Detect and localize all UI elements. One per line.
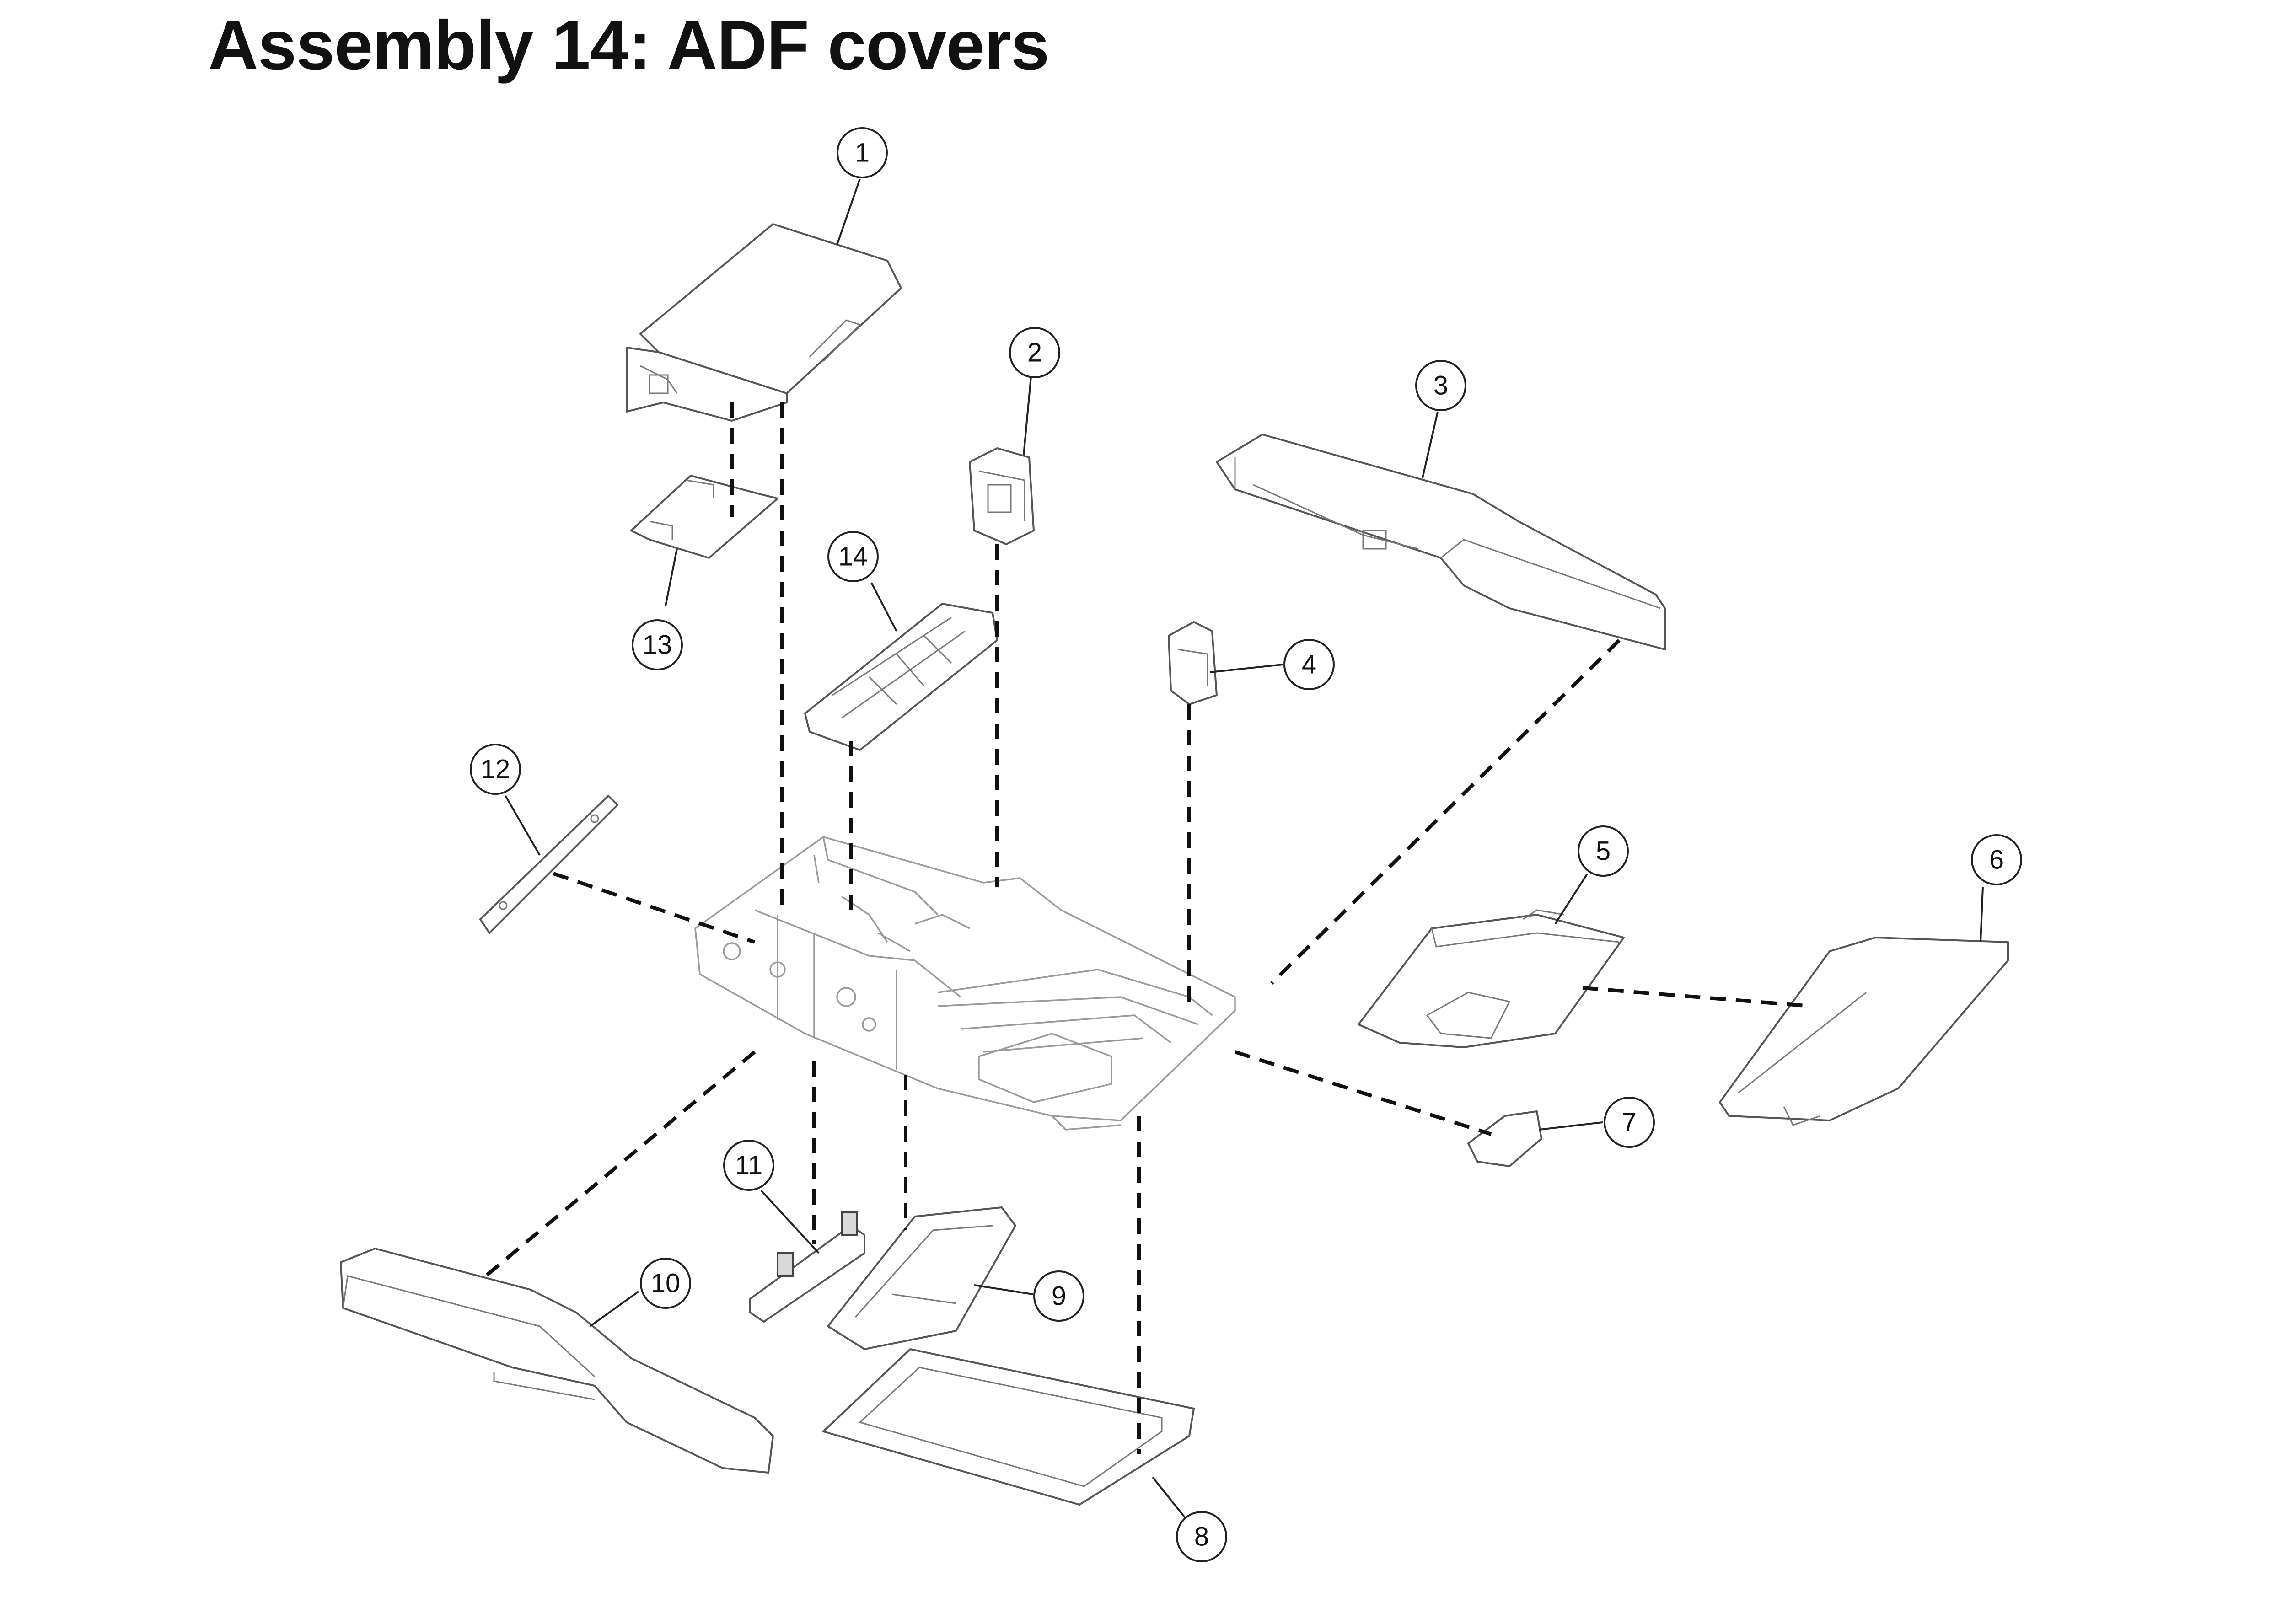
callout-2-label: 2: [1027, 338, 1042, 368]
callout-5-label: 5: [1596, 836, 1611, 866]
leader-lines: [505, 178, 1984, 1524]
callout-7-label: 7: [1622, 1108, 1637, 1137]
part-4-small-hinge: [1168, 621, 1218, 705]
callout-13: 13: [632, 619, 683, 670]
callout-10: 10: [640, 1258, 691, 1309]
callout-11: 11: [723, 1140, 774, 1191]
part-3-rear-cover: [1216, 434, 1666, 650]
callout-9: 9: [1033, 1270, 1084, 1322]
callout-8: 8: [1176, 1511, 1227, 1562]
part-13-bracket: [630, 475, 778, 559]
callout-3: 3: [1415, 360, 1466, 411]
callout-11-label: 11: [735, 1151, 762, 1180]
page-title: Assembly 14: ADF covers: [208, 6, 1049, 84]
adf-frame: [694, 836, 1236, 1131]
part-1-top-cover: [626, 223, 902, 422]
part-12-strip: [479, 795, 618, 934]
part-11-roller-strip: [749, 1211, 865, 1323]
part-10-front-cover: [340, 1248, 774, 1474]
part-14-feed-guide: [804, 603, 998, 751]
callout-8-label: 8: [1194, 1522, 1209, 1552]
callout-6-label: 6: [1989, 845, 2004, 875]
callout-4-label: 4: [1302, 650, 1316, 680]
callout-5: 5: [1578, 825, 1629, 877]
callout-14: 14: [827, 531, 879, 582]
callout-12: 12: [470, 744, 521, 795]
callout-4: 4: [1283, 639, 1335, 690]
callout-13-label: 13: [643, 630, 672, 660]
callout-10-label: 10: [651, 1269, 681, 1298]
callout-14-label: 14: [838, 542, 868, 572]
part-8-bottom-plate: [822, 1348, 1195, 1506]
part-7-small-cover: [1467, 1110, 1542, 1167]
assembly-dashed-lines: [479, 402, 1812, 1454]
callout-2: 2: [1009, 327, 1060, 378]
part-5-input-tray: [1358, 909, 1625, 1048]
callout-1: 1: [837, 127, 888, 178]
callout-3-label: 3: [1433, 371, 1448, 401]
callout-1-label: 1: [855, 138, 870, 168]
callout-6: 6: [1971, 834, 2022, 885]
part-2-hinge: [969, 447, 1035, 545]
part-9-lower-guide: [827, 1206, 1016, 1350]
callout-9-label: 9: [1052, 1281, 1066, 1311]
part-6-output-tray: [1719, 937, 2009, 1126]
callout-12-label: 12: [481, 755, 510, 784]
callout-7: 7: [1604, 1097, 1655, 1148]
